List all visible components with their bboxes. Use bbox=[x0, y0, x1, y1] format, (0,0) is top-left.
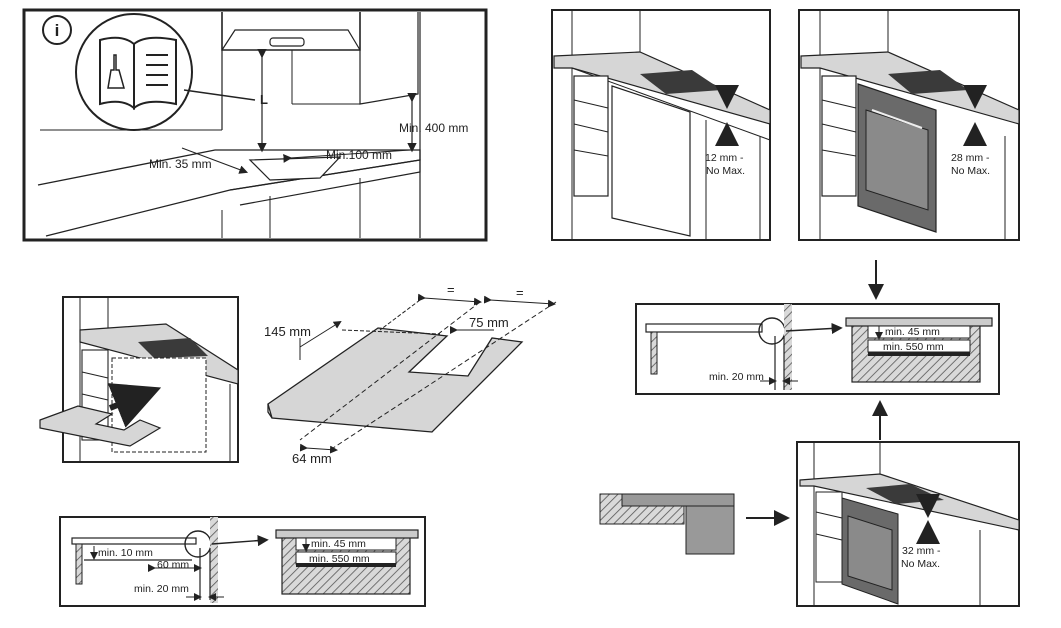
low-oven-gap-label: 32 mm - bbox=[902, 545, 941, 557]
cutout-64-label: 64 mm bbox=[292, 451, 332, 466]
no-oven-panel: 12 mm - No Max. bbox=[551, 9, 771, 241]
left-min-550-label: min. 550 mm bbox=[309, 553, 370, 565]
left-section-panel: min. 10 mm 60 mm min. 20 mm min. 45 mm m… bbox=[59, 516, 426, 607]
left-min-20-label: min. 20 mm bbox=[134, 583, 189, 595]
right-min-550-label: min. 550 mm bbox=[883, 341, 944, 353]
cutout-145-label: 145 mm bbox=[264, 324, 311, 339]
left-min-10-label: min. 10 mm bbox=[98, 547, 153, 559]
info-icon bbox=[42, 15, 72, 45]
left-min-45-label: min. 45 mm bbox=[311, 538, 366, 550]
min-400-label: Min. 400 mm bbox=[399, 121, 468, 135]
info-icon-letter: i bbox=[55, 21, 60, 40]
cutout-75-label: 75 mm bbox=[469, 315, 509, 330]
no-oven-gap-label: 12 mm - bbox=[705, 152, 744, 164]
oven-gap-max-label: No Max. bbox=[951, 165, 990, 177]
cutout-equal-2: = bbox=[516, 285, 524, 300]
min-100-label: Min.100 mm bbox=[326, 148, 392, 162]
right-min-20-label: min. 20 mm bbox=[709, 371, 764, 383]
cutout-equal-1: = bbox=[447, 282, 455, 297]
insert-panel bbox=[39, 296, 239, 463]
hood-distance-label: L bbox=[260, 92, 268, 107]
left-60-label: 60 mm bbox=[157, 559, 189, 571]
clearance-panel: i L Min. 400 bbox=[22, 8, 488, 242]
no-oven-gap-max-label: No Max. bbox=[706, 165, 745, 177]
countertop-profile bbox=[599, 493, 790, 555]
oven-panel: 28 mm - No Max. bbox=[798, 9, 1020, 241]
right-section-panel: min. 20 mm min. 45 mm min. 550 mm bbox=[635, 303, 1000, 395]
manual-book-icon bbox=[99, 36, 177, 111]
min-35-label: Min. 35 mm bbox=[149, 157, 212, 171]
cutout-dimensions: 145 mm = = 75 mm 64 mm bbox=[264, 282, 557, 466]
oven-gap-label: 28 mm - bbox=[951, 152, 990, 164]
low-oven-gap-max-label: No Max. bbox=[901, 558, 940, 570]
low-oven-panel: 32 mm - No Max. bbox=[796, 441, 1020, 607]
right-min-45-label: min. 45 mm bbox=[885, 326, 940, 338]
